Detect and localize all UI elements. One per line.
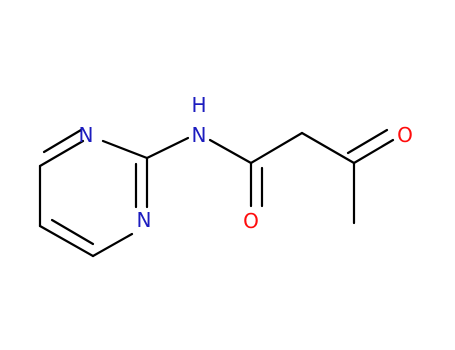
atom-o-amide: O <box>243 209 259 233</box>
atom-n-amide: N <box>192 123 207 147</box>
bond-c2-nh <box>145 136 190 160</box>
atom-h-amide: H <box>191 93 206 117</box>
bond-nh-carbonyl <box>208 138 253 165</box>
bond-ch2-ketone <box>300 131 356 165</box>
atom-n-ring-top: N <box>79 123 94 147</box>
atom-n-ring-bottom: N <box>137 208 152 232</box>
bond-ketone-co-double <box>346 128 389 155</box>
bond-n1-c6-double <box>42 128 83 154</box>
bond-c5-c4 <box>38 224 95 258</box>
bond-ketone-co <box>352 138 395 165</box>
bond-carbonyl-ch2 <box>249 131 304 165</box>
atom-o-ketone: O <box>397 123 413 147</box>
amide-chain <box>145 128 395 225</box>
bond-c4-n3 <box>91 232 134 258</box>
pyrimidine-ring <box>38 128 149 258</box>
bond-n1-c6 <box>38 139 85 168</box>
bond-c2-n1 <box>101 139 149 160</box>
bond-c5-c4-double <box>50 218 95 246</box>
